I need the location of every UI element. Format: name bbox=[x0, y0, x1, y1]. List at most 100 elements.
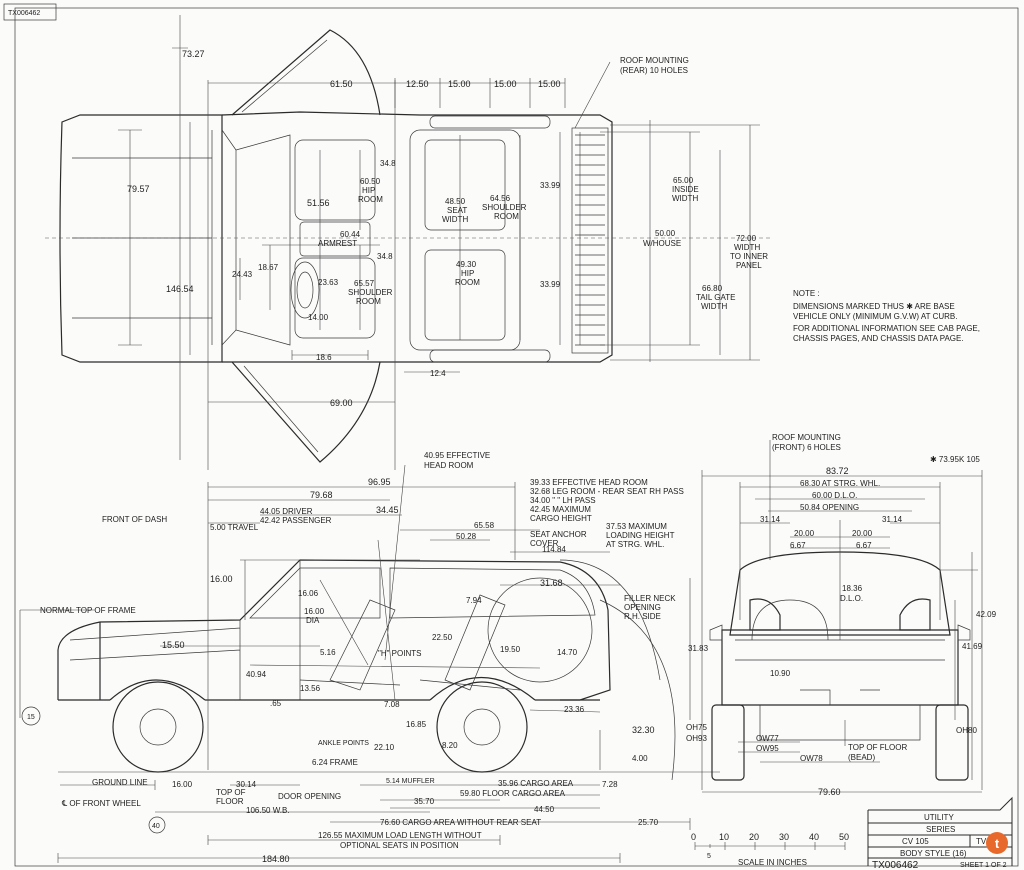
armrest-label: ARMREST bbox=[318, 239, 357, 248]
muffler-label: 5.14 MUFFLER bbox=[386, 778, 435, 785]
dim-65-58: 65.58 bbox=[474, 521, 495, 530]
dim-7-28: 7.28 bbox=[602, 780, 618, 789]
eff-head-1: 40.95 EFFECTIVE bbox=[424, 451, 490, 460]
width-label: WIDTH bbox=[442, 215, 468, 224]
dim-15-50: 15.50 bbox=[162, 640, 185, 650]
dim-25-70: 25.70 bbox=[638, 818, 659, 827]
load-line-1: 37.53 MAXIMUM bbox=[606, 522, 667, 531]
note-line-3: FOR ADDITIONAL INFORMATION SEE CAB PAGE, bbox=[793, 324, 980, 333]
dim-22-50: 22.50 bbox=[432, 633, 453, 642]
dim-13-56: 13.56 bbox=[300, 684, 321, 693]
dim-31-14-a: 31.14 bbox=[760, 515, 781, 524]
driver-line-2: 42.42 PASSENGER bbox=[260, 516, 332, 525]
dim-42-09: 42.09 bbox=[976, 610, 997, 619]
dim-16-00-b: 16.00 bbox=[172, 780, 193, 789]
dim-15-00-b: 15.00 bbox=[494, 79, 517, 89]
note-line-2: VEHICLE ONLY (MINIMUM G.V.W) AT CURB. bbox=[793, 312, 957, 321]
dim-60-00: 60.00 D.L.O. bbox=[812, 491, 857, 500]
scale-tick-5: 5 bbox=[707, 853, 711, 860]
ow95-label: OW95 bbox=[756, 744, 779, 753]
filler-line-3: R.H. SIDE bbox=[624, 612, 661, 621]
dim-32-30: 32.30 bbox=[632, 725, 655, 735]
dim-18-6: 18.6 bbox=[316, 353, 332, 362]
watermark-badge: t bbox=[986, 832, 1008, 854]
dim-65-00: 65.00 bbox=[673, 176, 694, 185]
dim-18-36: 18.36 bbox=[842, 584, 863, 593]
filler-line-1: FILLER NECK bbox=[624, 594, 676, 603]
corner-code-box bbox=[3, 3, 57, 21]
sheet-border bbox=[14, 7, 1019, 867]
dim-72-00: 72.00 bbox=[736, 234, 757, 243]
note-block: NOTE : DIMENSIONS MARKED THUS ✱ ARE BASE… bbox=[793, 289, 980, 343]
eff-head-2: HEAD ROOM bbox=[424, 461, 474, 470]
rear-line-2: 32.68 LEG ROOM - REAR SEAT RH PASS bbox=[530, 487, 684, 496]
dim-18-67: 18.67 bbox=[258, 263, 279, 272]
dim-34-45: 34.45 bbox=[376, 505, 399, 515]
rear-line-4: 42.45 MAXIMUM bbox=[530, 505, 591, 514]
dim-40-94: 40.94 bbox=[246, 670, 267, 679]
scale-tick-30: 30 bbox=[779, 832, 789, 842]
dim-79-57: 79.57 bbox=[127, 184, 150, 194]
dim-79-68: 79.68 bbox=[310, 490, 333, 500]
dim-49-30: 49.30 bbox=[456, 260, 477, 269]
note-line-1: DIMENSIONS MARKED THUS ✱ ARE BASE bbox=[793, 302, 955, 311]
dim-20-00-b: 20.00 bbox=[852, 529, 873, 538]
dim-50-84: 50.84 OPENING bbox=[800, 503, 859, 512]
cargo-area-2: 59.80 FLOOR CARGO AREA bbox=[460, 789, 566, 798]
dim-79-60: 79.60 bbox=[818, 787, 841, 797]
ow78-label: OW78 bbox=[800, 754, 823, 763]
scale-tick-0: 0 bbox=[691, 832, 696, 842]
dim-6-24-frame: 6.24 FRAME bbox=[312, 758, 358, 767]
dim-44-50: 44.50 bbox=[534, 805, 555, 814]
dim-50-00: 50.00 bbox=[655, 229, 676, 238]
rear-top-floor-2: (BEAD) bbox=[848, 753, 875, 762]
h-points-label: "H" POINTS bbox=[378, 649, 421, 658]
dim-83-72: 83.72 bbox=[826, 466, 849, 476]
dim-24-43: 24.43 bbox=[232, 270, 253, 279]
dim-60-50: 60.50 bbox=[360, 177, 381, 186]
dim-64-56: 64.56 bbox=[490, 194, 511, 203]
dim-31-83: 31.83 bbox=[688, 644, 709, 653]
dim-12-50: 12.50 bbox=[406, 79, 429, 89]
max-load-2: OPTIONAL SEATS IN POSITION bbox=[340, 841, 459, 850]
rear-top-floor-1: TOP OF FLOOR bbox=[848, 743, 907, 752]
whouse-label: W/HOUSE bbox=[643, 239, 681, 248]
dim-33-99-b: 33.99 bbox=[540, 280, 561, 289]
dim-50-28: 50.28 bbox=[456, 532, 477, 541]
dim-96-95: 96.95 bbox=[368, 477, 391, 487]
seat-label: SEAT bbox=[447, 206, 467, 215]
scale-bar: 0 10 20 30 40 50 5 SCALE IN INCHES bbox=[691, 832, 849, 867]
dim-114-84: 114.84 bbox=[542, 545, 566, 554]
tail-gate-label: TAIL GATE bbox=[696, 293, 735, 302]
roof-rear-label-1: ROOF MOUNTING bbox=[620, 56, 689, 65]
rear-line-3: 34.00 " " LH PASS bbox=[530, 496, 596, 505]
oh75-label: OH75 bbox=[686, 723, 707, 732]
dim-10-90: 10.90 bbox=[770, 669, 791, 678]
door-opening-label: DOOR OPENING bbox=[278, 792, 341, 801]
roof-front-1: ROOF MOUNTING bbox=[772, 433, 841, 442]
hip-room-2: ROOM bbox=[358, 195, 383, 204]
side-view: 40.95 EFFECTIVE HEAD ROOM 96.95 79.68 39… bbox=[19, 451, 720, 864]
dim-19-50: 19.50 bbox=[500, 645, 521, 654]
tb-utility: UTILITY bbox=[924, 813, 954, 822]
dim-15-00-a: 15.00 bbox=[448, 79, 471, 89]
dim-146-54: 146.54 bbox=[166, 284, 194, 294]
title-block: UTILITY SERIES CV 105 TV BODY STYLE (16)… bbox=[867, 796, 1013, 870]
room-label-2: ROOM bbox=[356, 297, 381, 306]
circle-40: 40 bbox=[152, 823, 160, 830]
dim-60-44: 60.44 bbox=[340, 230, 361, 239]
shoulder-label-2: SHOULDER bbox=[348, 288, 393, 297]
driver-line-1: 44.05 DRIVER bbox=[260, 507, 313, 516]
dim-22-10: 22.10 bbox=[374, 743, 395, 752]
inside-label: INSIDE bbox=[672, 185, 699, 194]
dim-6-67-a: 6.67 bbox=[790, 541, 806, 550]
dim-41-69: 41.69 bbox=[962, 642, 983, 651]
scale-tick-20: 20 bbox=[749, 832, 759, 842]
dim-4-00: 4.00 bbox=[632, 754, 648, 763]
top-floor-1: TOP OF bbox=[216, 788, 246, 797]
dim-73-95: ✱ 73.95K 105 bbox=[930, 455, 980, 464]
oh93-label: OH93 bbox=[686, 734, 707, 743]
tb-tv: TV bbox=[976, 837, 987, 846]
note-line-4: CHASSIS PAGES, AND CHASSIS DATA PAGE. bbox=[793, 334, 964, 343]
